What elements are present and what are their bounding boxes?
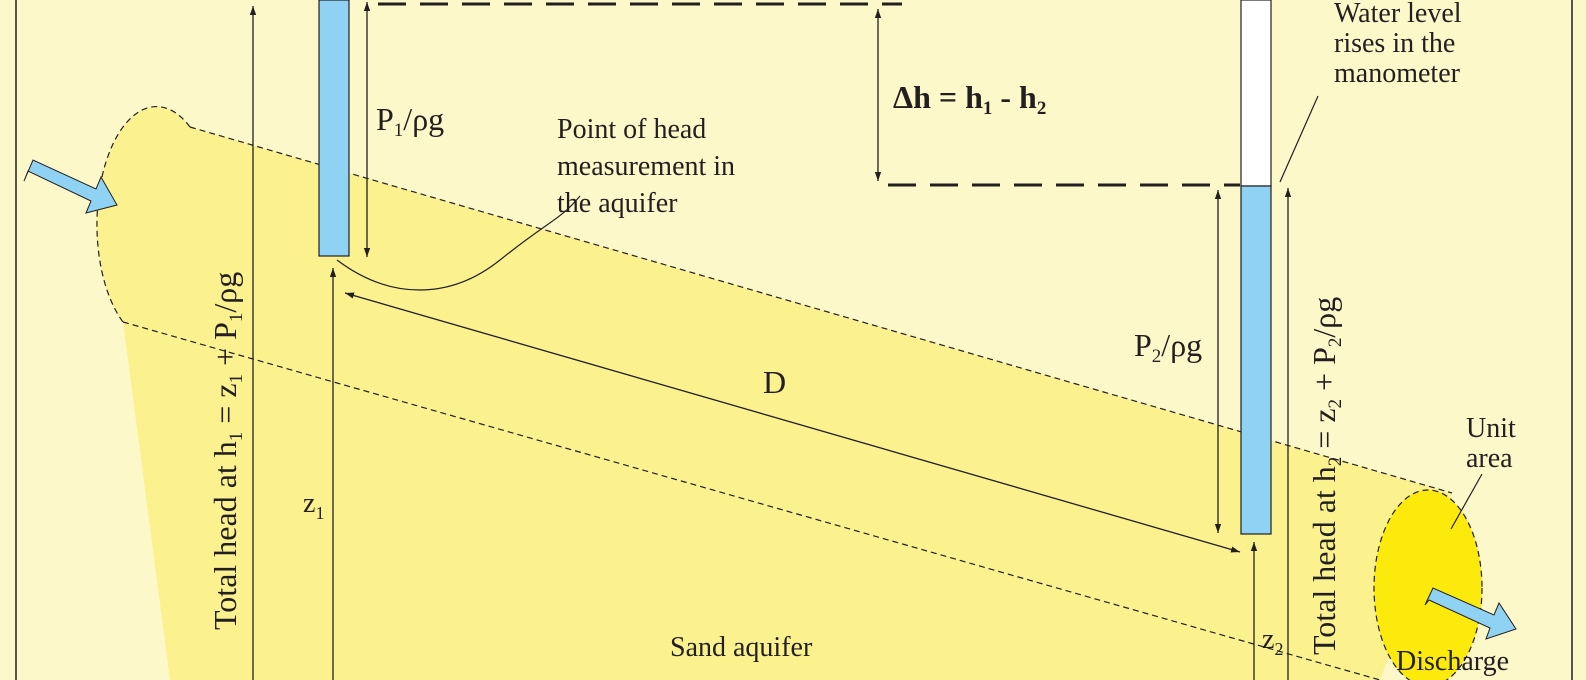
distance-label: D bbox=[763, 364, 786, 400]
elevation-1-label: z1 bbox=[303, 488, 324, 523]
point-leader-line bbox=[336, 195, 581, 291]
point-label-2: measurement in bbox=[557, 151, 735, 182]
manometer-1-water bbox=[318, 0, 350, 257]
water-level-leader-line bbox=[1279, 95, 1319, 183]
elevation-2-label: z2 bbox=[1262, 624, 1283, 659]
inflow-arrow bbox=[23, 159, 118, 214]
distance-arrow bbox=[344, 292, 1241, 553]
water-level-label-2: rises in the bbox=[1334, 28, 1455, 59]
discharge-arrow bbox=[1424, 587, 1517, 640]
unit-area-face bbox=[1373, 489, 1483, 680]
manometer-2-water bbox=[1240, 185, 1272, 535]
discharge-label: Discharge bbox=[1396, 646, 1509, 677]
point-label-1: Point of head bbox=[557, 114, 706, 145]
aquifer-inlet-edge bbox=[96, 105, 191, 323]
manometer-2-empty bbox=[1240, 0, 1272, 187]
pressure-head-2-label: P2/ρg bbox=[1134, 327, 1202, 367]
unit-area-label-2: area bbox=[1466, 443, 1513, 474]
water-level-label-3: manometer bbox=[1334, 58, 1461, 89]
unit-area-leader-line bbox=[1450, 473, 1483, 530]
delta-h-formula: Δh = h1 - h2 bbox=[893, 79, 1046, 119]
unit-area-label-1: Unit bbox=[1466, 413, 1516, 444]
total-head-1-label: Total head at h1 = z1 + P1/ρg bbox=[207, 272, 247, 630]
sand-aquifer-label: Sand aquifer bbox=[670, 632, 813, 663]
point-label-3: the aquifer bbox=[557, 188, 678, 219]
total-head-2-label: Total head at h2 = z2 + P2/ρg bbox=[1306, 297, 1346, 655]
pressure-head-1-label: P1/ρg bbox=[376, 101, 444, 141]
water-level-label-1: Water level bbox=[1334, 0, 1462, 29]
